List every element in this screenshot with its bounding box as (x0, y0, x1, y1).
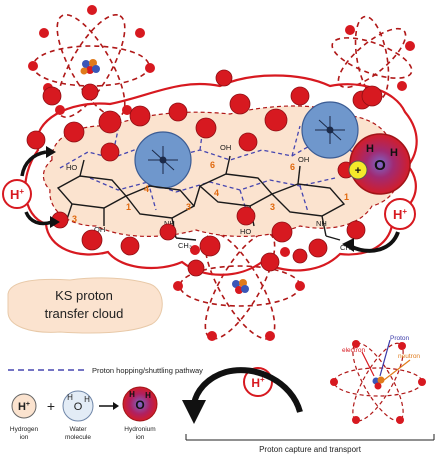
h-plus-left-base: H (10, 187, 19, 202)
water-molecules (26, 69, 383, 277)
h-plus-left: H+ (2, 179, 32, 209)
svg-text:H+: H+ (251, 375, 265, 390)
atom-top-right-electrons (345, 25, 415, 91)
svg-text:H+: H+ (10, 187, 24, 202)
atom-legend-nucleus (372, 376, 385, 390)
hydronium-o: O (374, 157, 386, 174)
h-plus-left-sign: + (19, 187, 24, 196)
hydrogen-ion-label-1: Hydrogen (10, 426, 39, 433)
h-plus-right: H+ (384, 198, 416, 230)
cloud-label-bubble (7, 277, 163, 334)
ring-number: 4 (214, 188, 219, 198)
cloud-label-line2: transfer cloud (45, 306, 124, 321)
legend-hydronium-h: H (145, 391, 151, 400)
ring-number: 1 (344, 192, 349, 202)
ring-number: 4 (144, 184, 149, 194)
group-label: HO (66, 163, 77, 172)
group-label: OH (220, 143, 231, 152)
water-molecule-label-1: Water (69, 426, 87, 433)
hydronium-label-2: ion (136, 434, 145, 441)
hydronium-right: O H H + (348, 133, 411, 195)
legend-h-base: H (18, 401, 26, 413)
sulfate-group-1 (134, 131, 192, 189)
hydronium-h: H (390, 147, 398, 159)
group-label: OH (94, 225, 105, 234)
legend-reaction-arrow-head (113, 402, 119, 410)
sulfate-group-2 (301, 101, 359, 159)
group-label: HO (240, 227, 251, 236)
h-plus-right-sign: + (402, 207, 407, 216)
pathway-legend-label: Proton hopping/shuttling pathway (92, 366, 203, 375)
legend-h-sign: + (26, 401, 30, 408)
group-label: CH₃ (178, 241, 192, 250)
capture-arrow (191, 367, 303, 413)
group-labels: HO OH NH OH HO NH OH CH₃ CH₃ (66, 143, 354, 252)
ring-number: 3 (72, 214, 77, 224)
legend-hydronium: O H H (122, 386, 158, 422)
atom-legend-proton: Proton (390, 335, 410, 342)
atom-legend-electrons (330, 340, 426, 424)
legend-water-h: H (84, 395, 90, 404)
atom-bottom (179, 232, 301, 340)
svg-text:H+: H+ (18, 401, 30, 413)
hydronium-h: H (366, 143, 374, 155)
ring-number: 3 (270, 202, 275, 212)
water-molecule-label-2: molecule (65, 434, 91, 441)
group-label: NH (316, 219, 327, 228)
capture-label: Proton capture and transport (259, 445, 362, 454)
capture-h-sign: + (260, 375, 265, 384)
group-label: OH (298, 155, 309, 164)
right-arrow-head (342, 238, 354, 252)
left-arrow-head-top (46, 146, 56, 158)
atom-legend-neutron: neutron (398, 353, 420, 360)
legend-plus: + (47, 398, 55, 414)
hydronium-plus: + (355, 165, 361, 177)
cloud-label-line1: KS proton (55, 288, 113, 303)
group-label: CH₃ (340, 243, 354, 252)
hydronium-label-1: Hydronium (124, 426, 155, 433)
atom-legend-pointers (361, 339, 411, 381)
atom-bottom-nucleus (232, 279, 249, 294)
h-plus-right-base: H (393, 207, 402, 222)
group-label: NH (164, 219, 175, 228)
ring-number: 1 (126, 202, 131, 212)
hydrogen-ion-label-2: ion (20, 434, 29, 441)
legend-water-h: H (67, 393, 73, 402)
capture-arrow-head (182, 400, 206, 424)
capture-h-base: H (251, 376, 260, 390)
right-cycle-arrow (349, 231, 400, 253)
atom-top-left-nucleus (80, 59, 100, 75)
ring-number: 6 (210, 160, 215, 170)
ring-number: 6 (290, 162, 295, 172)
capture-bracket (185, 434, 435, 441)
left-cycle-arrows (20, 150, 53, 226)
legend-hydronium-h: H (129, 390, 135, 399)
ring-number: 3 (186, 202, 191, 212)
atom-legend-electron: electron (342, 347, 366, 354)
legend-hydronium-o: O (135, 398, 144, 412)
legend-water-o: O (74, 401, 83, 413)
ring-numbers: 3 1 4 3 6 4 6 3 1 (72, 160, 349, 224)
svg-text:H+: H+ (393, 207, 407, 222)
left-arrow-head-bottom (50, 216, 60, 228)
legend-water-molecule: O H H (62, 390, 94, 422)
atom-bottom-electrons (173, 245, 305, 341)
legend-hydrogen-ion: H+ (11, 393, 37, 419)
